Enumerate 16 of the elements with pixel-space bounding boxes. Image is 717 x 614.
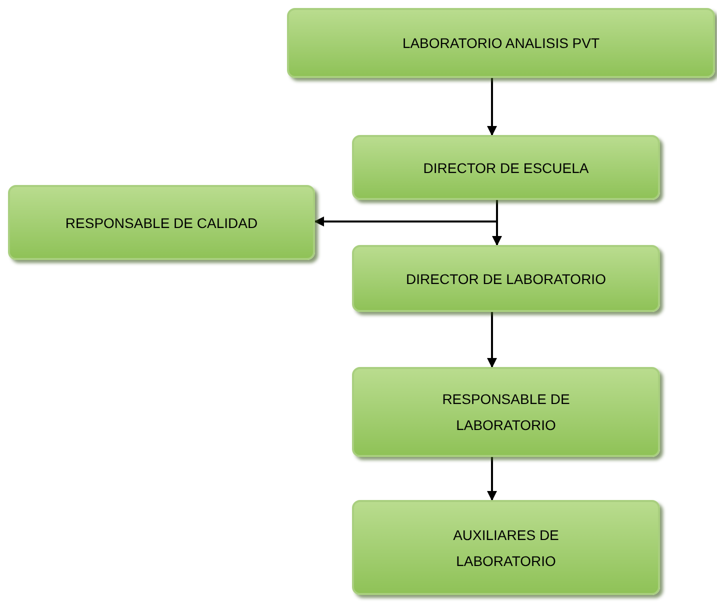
box-label: DIRECTOR DE ESCUELA	[423, 158, 589, 178]
box-label: AUXILIARES DE LABORATORIO	[452, 526, 560, 570]
box-label: RESPONSABLE DE LABORATORIO	[441, 390, 571, 435]
arrow	[487, 78, 497, 136]
process-box	[352, 135, 660, 200]
box-label: RESPONSABLE DE CALIDAD	[65, 214, 258, 232]
process-box	[8, 185, 315, 260]
process-box	[352, 245, 660, 312]
process-box	[287, 8, 715, 78]
arrow	[492, 200, 502, 246]
arrow	[487, 457, 497, 501]
process-box	[352, 500, 660, 595]
box-label: DIRECTOR DE LABORATORIO	[406, 270, 606, 288]
box-label: LABORATORIO ANALISIS PVT	[402, 34, 600, 53]
arrow	[487, 312, 497, 368]
process-box	[352, 367, 660, 457]
